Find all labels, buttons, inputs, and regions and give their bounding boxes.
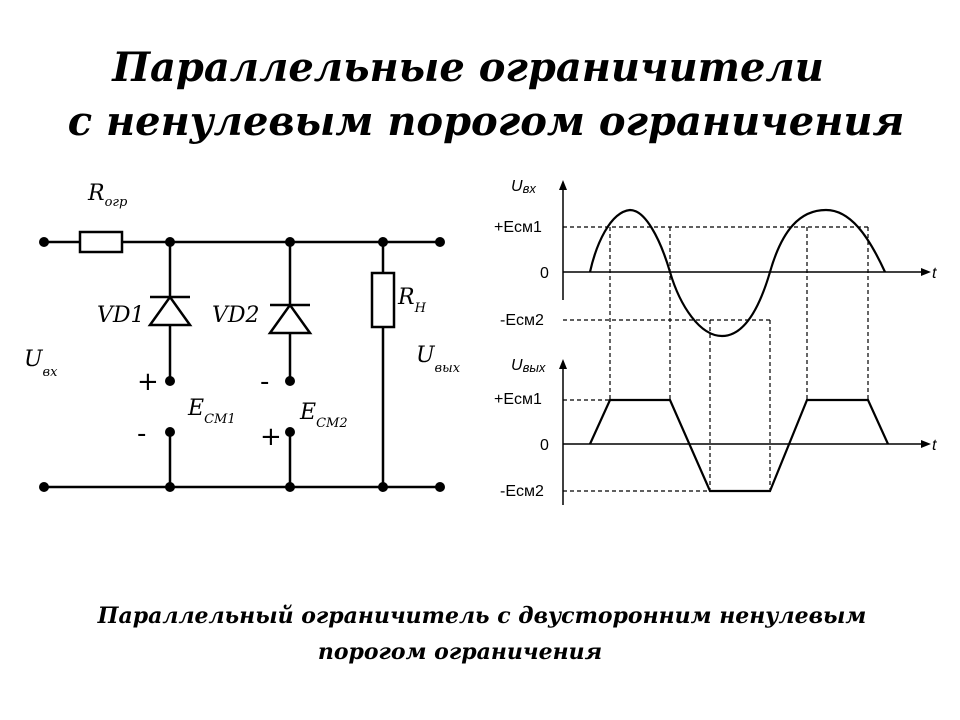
level-bottom-label: -Eсм2 — [500, 312, 544, 329]
u-out-label: Uвых — [416, 343, 461, 376]
y-axis-arrow — [559, 359, 567, 369]
x-axis-label: t — [932, 437, 937, 454]
level-top-label: +Eсм1 — [494, 219, 542, 236]
resistor-limit — [78, 230, 124, 254]
e2-minus-sign: - — [260, 367, 269, 397]
level-zero-label: 0 — [540, 437, 549, 454]
terminal-in-bottom — [39, 482, 49, 492]
e1-minus-sign: - — [137, 419, 146, 449]
e2-label: EСМ2 — [299, 400, 348, 431]
title-line-1: Параллельные ограничители — [112, 44, 824, 91]
title-line-2: с ненулевым порогом ограничения — [67, 98, 905, 145]
terminal-out-top — [435, 237, 445, 247]
e1-label: EСМ1 — [187, 396, 236, 427]
level-bottom-label: -Eсм2 — [500, 483, 544, 500]
level-zero-label: 0 — [540, 265, 549, 282]
caption-line-1: Параллельный ограничитель с двусторонним… — [97, 603, 867, 629]
terminal-out-bottom — [435, 482, 445, 492]
resistor-load — [370, 271, 396, 329]
x-axis-arrow — [921, 440, 931, 448]
r-limit-label: Rогр — [87, 181, 128, 210]
vd1-label: VD1 — [97, 303, 145, 328]
level-top-label: +Eсм1 — [494, 391, 542, 408]
y-axis-label: Uвых — [511, 357, 546, 375]
diode-vd1 — [147, 242, 193, 381]
circuit-schematic: Rогр VD1 VD2 RН Uвх Uвых EСМ1 EСМ2 + - -… — [24, 181, 461, 492]
e2-minus-terminal — [285, 376, 295, 386]
x-axis-label: t — [932, 265, 937, 282]
x-axis-arrow — [921, 268, 931, 276]
guide-lines — [609, 227, 869, 491]
caption-line-2: порогом ограничения — [317, 639, 603, 665]
output-clipped-curve — [588, 398, 890, 493]
e1-plus-terminal — [165, 376, 175, 386]
terminal-in-top — [39, 237, 49, 247]
vd2-label: VD2 — [212, 303, 260, 328]
input-sine-curve — [588, 208, 886, 338]
y-axis-arrow — [559, 180, 567, 190]
e1-plus-sign: + — [137, 367, 159, 397]
graph-output: Uвых t +Eсм1 0 -Eсм2 — [494, 357, 937, 505]
r-load-label: RН — [397, 285, 427, 316]
e2-plus-sign: + — [260, 422, 282, 452]
graph-input: Uвх t +Eсм1 0 -Eсм2 — [494, 178, 937, 338]
u-in-label: Uвх — [24, 347, 58, 380]
y-axis-label: Uвх — [511, 178, 536, 196]
diode-vd2 — [267, 242, 313, 381]
